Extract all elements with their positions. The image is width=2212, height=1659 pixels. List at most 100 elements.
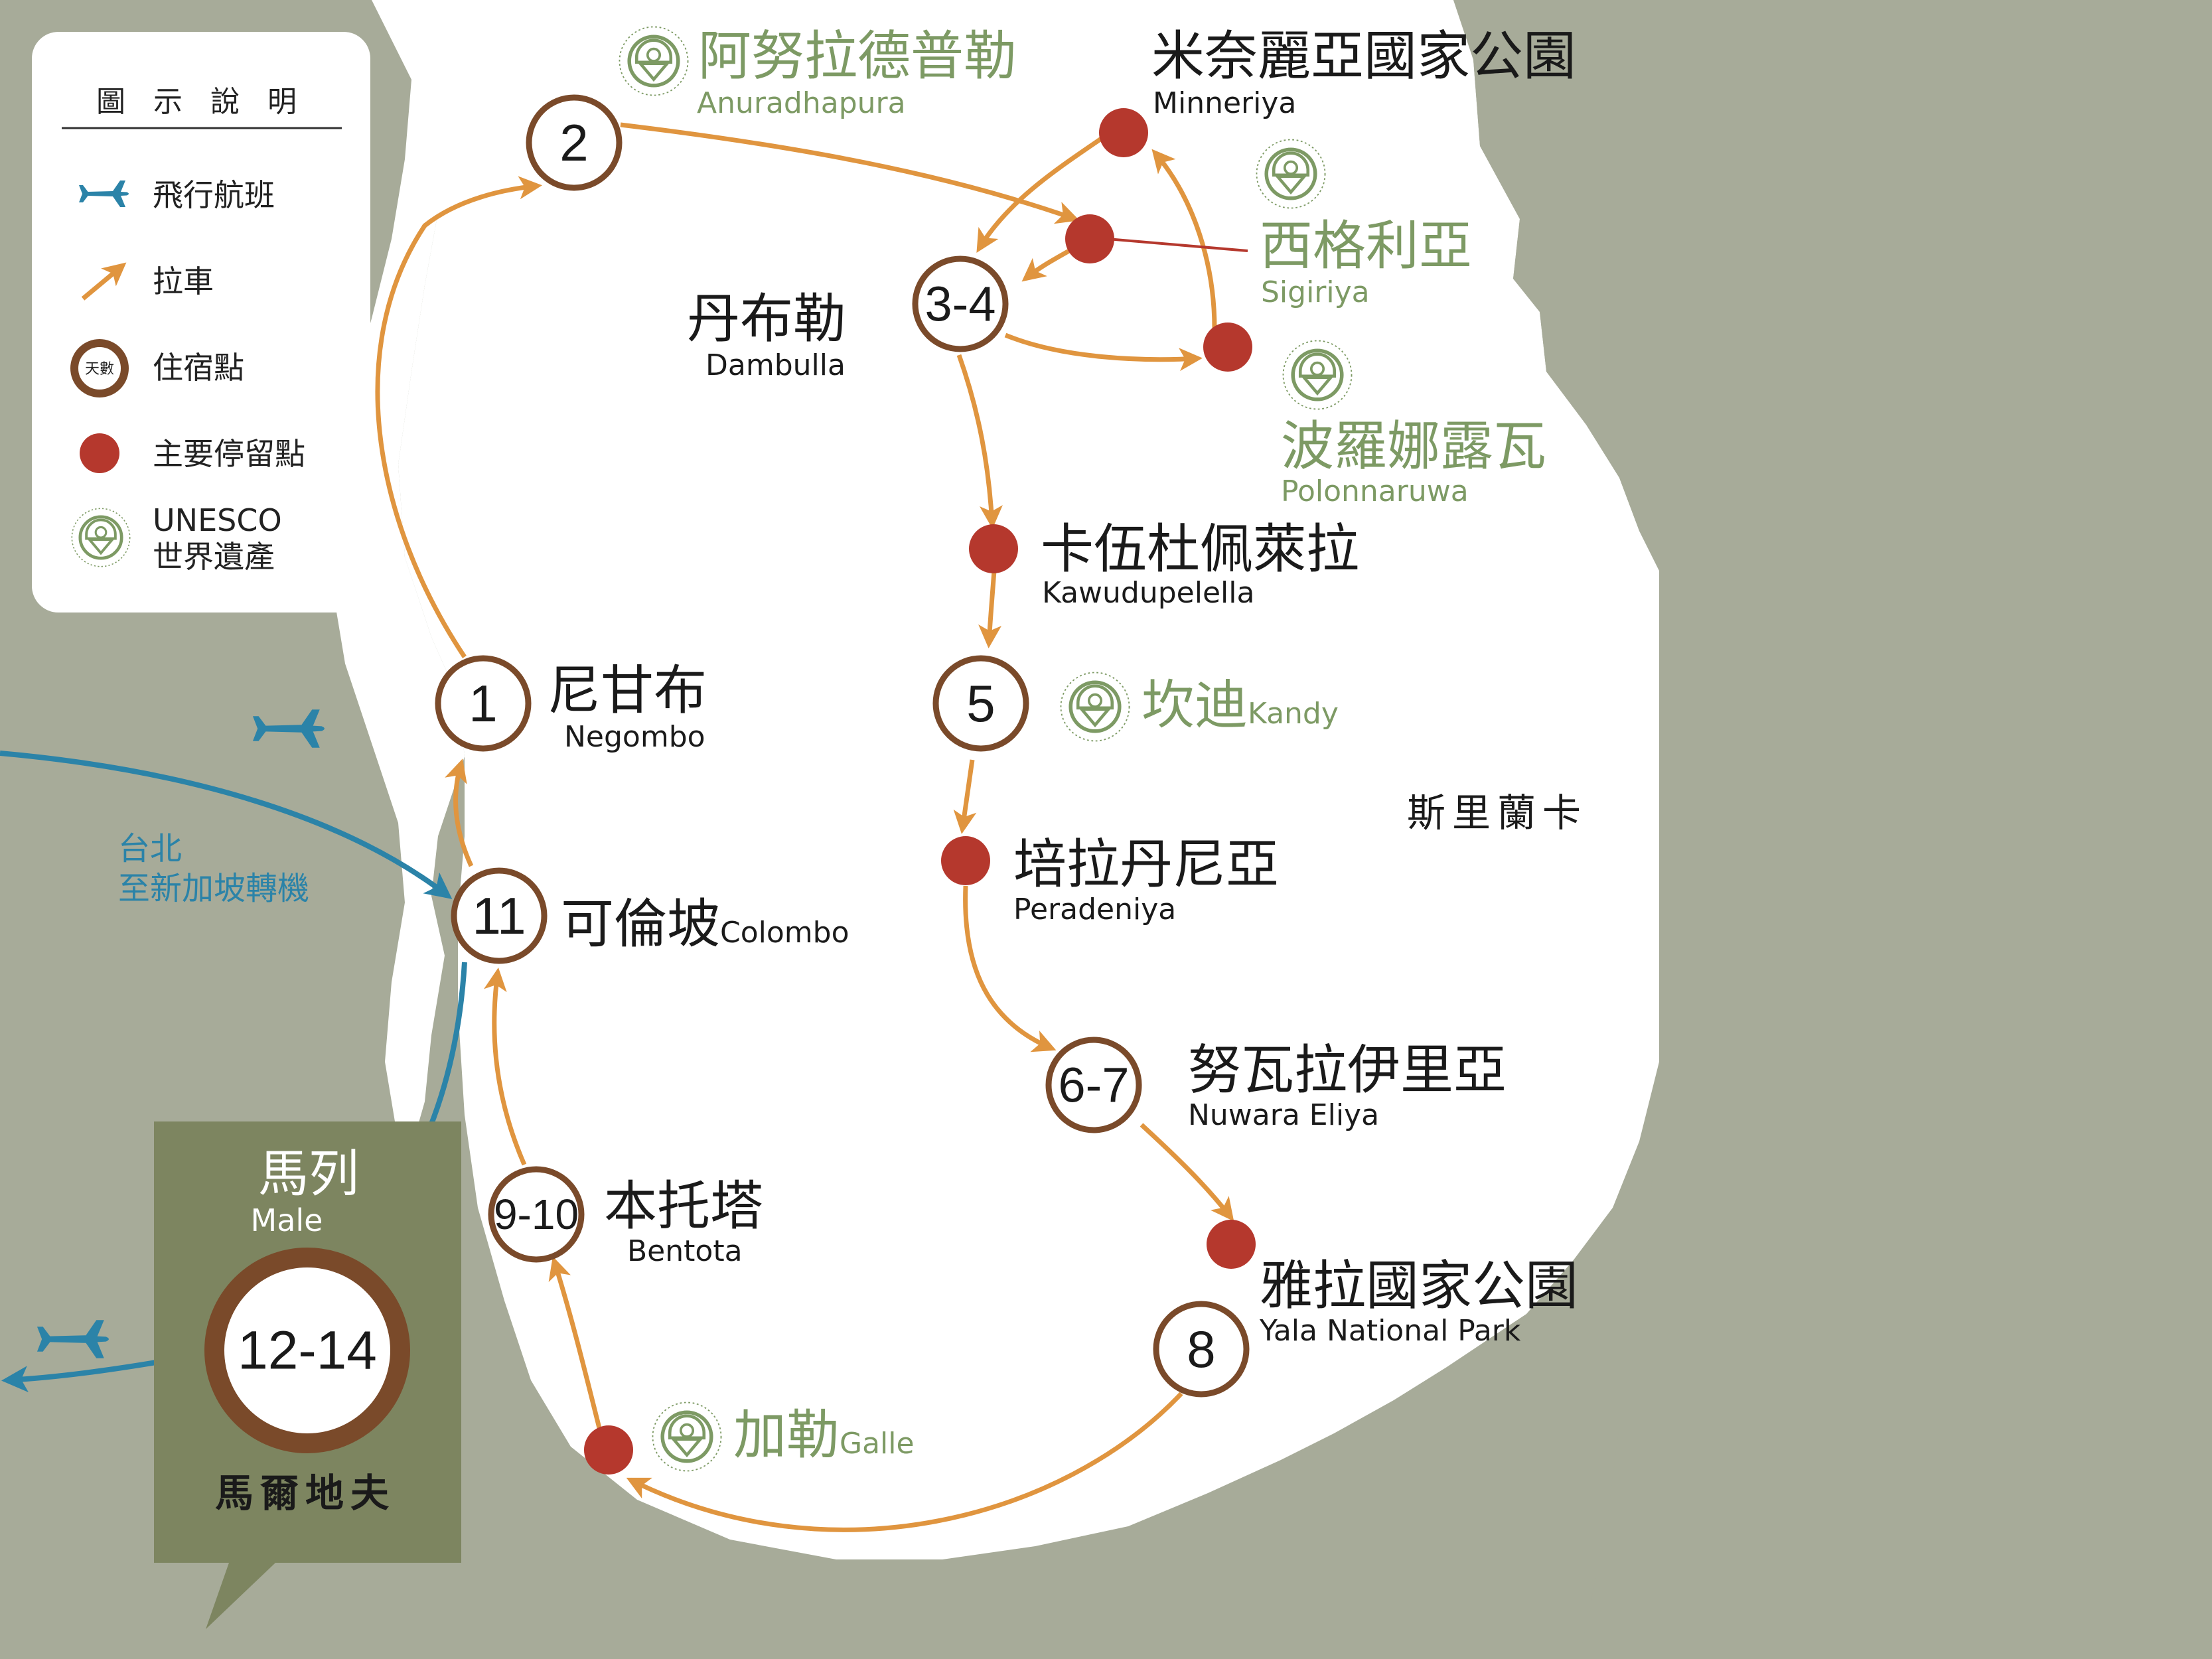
maldives-country-label: 馬爾地夫 bbox=[215, 1471, 396, 1516]
legend-stay: 住宿點 bbox=[153, 350, 244, 386]
legend-title: 圖 示 說 明 bbox=[96, 85, 306, 119]
label-colombo: 可倫坡Colombo bbox=[561, 893, 849, 955]
unesco-icon bbox=[1281, 338, 1354, 411]
stop-sigiriya bbox=[1065, 214, 1114, 263]
label-galle-en: Galle bbox=[840, 1427, 915, 1461]
route-kawudupelella-kandy bbox=[978, 570, 1002, 648]
route-negombo-anuradhapura bbox=[375, 176, 542, 658]
stay-anuradhapura: 2 bbox=[526, 94, 623, 191]
stay-days-negombo: 1 bbox=[469, 674, 497, 733]
route-yala-galle bbox=[626, 1392, 1183, 1532]
stay-bentota: 9-10 bbox=[488, 1166, 585, 1263]
label-kandy-en: Kandy bbox=[1248, 697, 1339, 731]
stay-marker-maldives bbox=[204, 1248, 410, 1453]
stop-yala bbox=[1207, 1220, 1256, 1269]
flight-note-line2: 至新加坡轉機 bbox=[118, 870, 309, 907]
mainland-india-coast bbox=[332, 0, 670, 1148]
plane-icon bbox=[252, 709, 325, 748]
country-label-sri-lanka: 斯里蘭卡 bbox=[1407, 790, 1587, 835]
label-bentota-zh: 本托塔 bbox=[604, 1175, 763, 1237]
label-yala-zh: 雅拉國家公園 bbox=[1260, 1255, 1578, 1317]
legend-stay-badge: 天數 bbox=[85, 361, 114, 378]
label-colombo-zh: 可倫坡 bbox=[561, 893, 720, 955]
stay-days-anuradhapura: 2 bbox=[559, 113, 588, 172]
label-colombo-en: Colombo bbox=[720, 916, 849, 950]
drive-arrow-icon bbox=[81, 262, 127, 301]
stay-days-yala: 8 bbox=[1187, 1320, 1215, 1378]
unesco-icon bbox=[1254, 137, 1327, 210]
route-peradeniya-nuwara bbox=[963, 885, 1057, 1052]
legend-panel: 圖 示 說 明 飛行航班 拉車 天數 住宿點 主要停留點 UNESCO 世界遺產 bbox=[32, 32, 370, 613]
drive-routes bbox=[375, 122, 1234, 1532]
stay-colombo: 11 bbox=[451, 867, 548, 964]
stay-days-dambulla: 3-4 bbox=[925, 277, 996, 332]
route-galle-bentota bbox=[548, 1256, 603, 1434]
sigiriya-leader-line bbox=[1091, 236, 1248, 252]
maldives-male-en: Male bbox=[251, 1202, 323, 1238]
stay-kandy: 5 bbox=[932, 655, 1029, 752]
route-colombo-negombo bbox=[445, 758, 474, 867]
label-kandy-zh: 坎迪 bbox=[1142, 674, 1248, 736]
legend-unesco-line2: 世界遺產 bbox=[153, 539, 275, 575]
legend-stop: 主要停留點 bbox=[153, 436, 305, 472]
route-minneriya-dambulla bbox=[976, 134, 1106, 253]
legend-drive: 拉車 bbox=[153, 263, 214, 299]
label-nuwara-zh: 努瓦拉伊里亞 bbox=[1188, 1039, 1507, 1101]
label-anuradhapura-zh: 阿努拉德普勒 bbox=[698, 25, 1017, 87]
route-dambulla-polonnaruwa bbox=[1004, 332, 1203, 372]
stay-nuwara: 6-7 bbox=[1045, 1037, 1142, 1133]
label-galle: 加勒Galle bbox=[733, 1404, 915, 1466]
flight-note-line1: 台北 bbox=[118, 830, 182, 867]
label-kawudupelella-en: Kawudupelella bbox=[1042, 576, 1254, 610]
legend-unesco-line1: UNESCO bbox=[153, 502, 282, 538]
label-kandy: 坎迪Kandy bbox=[1142, 674, 1339, 736]
stop-peradeniya bbox=[941, 836, 990, 885]
route-polonnaruwa-minneriya bbox=[1151, 149, 1217, 329]
label-peradeniya-en: Peradeniya bbox=[1013, 893, 1176, 926]
label-polonnaruwa-zh: 波羅娜露瓦 bbox=[1281, 415, 1546, 477]
label-polonnaruwa-en: Polonnaruwa bbox=[1281, 474, 1469, 508]
label-yala-en: Yala National Park bbox=[1259, 1314, 1521, 1348]
plane-icon bbox=[37, 1320, 109, 1358]
unesco-icon bbox=[70, 506, 132, 569]
east-coast-sea bbox=[1453, 0, 2212, 1659]
unesco-icon bbox=[1059, 670, 1132, 743]
stay-days-bentota: 9-10 bbox=[494, 1190, 579, 1238]
maldives-male-zh: 馬列 bbox=[258, 1144, 359, 1203]
stop-markers bbox=[584, 108, 1256, 1475]
stop-dot-icon bbox=[80, 433, 119, 473]
label-dambulla-en: Dambulla bbox=[705, 348, 846, 382]
label-minneriya-en: Minneriya bbox=[1153, 86, 1296, 120]
stay-dambulla: 3-4 bbox=[912, 255, 1009, 352]
label-anuradhapura-en: Anuradhapura bbox=[697, 86, 906, 120]
legend-flight: 飛行航班 bbox=[153, 177, 275, 213]
place-labels: 阿努拉德普勒 Anuradhapura 米奈麗亞國家公園 Minneriya 西… bbox=[548, 25, 1587, 1466]
stay-days-colombo: 11 bbox=[473, 887, 526, 945]
label-negombo-zh: 尼甘布 bbox=[548, 660, 707, 721]
label-sigiriya-en: Sigiriya bbox=[1261, 275, 1370, 309]
label-galle-zh: 加勒 bbox=[733, 1404, 840, 1466]
route-kandy-peradeniya bbox=[953, 759, 977, 834]
flight-taipei-colombo bbox=[0, 751, 453, 899]
label-peradeniya-zh: 培拉丹尼亞 bbox=[1013, 833, 1279, 895]
stay-markers: 2 3-4 1 5 11 6-7 9-10 8 bbox=[435, 94, 1250, 1398]
unesco-icon bbox=[617, 25, 690, 98]
route-bentota-colombo bbox=[483, 968, 527, 1166]
label-negombo-en: Negombo bbox=[564, 720, 705, 754]
stop-polonnaruwa bbox=[1203, 323, 1252, 372]
stay-ring-icon bbox=[70, 339, 129, 397]
label-kawudupelella-zh: 卡伍杜佩萊拉 bbox=[1041, 518, 1359, 580]
stay-days-maldives: 12-14 bbox=[238, 1321, 377, 1381]
stay-yala: 8 bbox=[1153, 1301, 1250, 1398]
label-dambulla-zh: 丹布勒 bbox=[687, 288, 846, 350]
stay-days-nuwara: 6-7 bbox=[1059, 1058, 1130, 1113]
label-minneriya-zh: 米奈麗亞國家公園 bbox=[1151, 25, 1576, 87]
stay-negombo: 1 bbox=[435, 655, 532, 752]
stay-days-kandy: 5 bbox=[966, 674, 995, 733]
route-dambulla-kawudupelella bbox=[956, 354, 1003, 529]
stop-galle bbox=[584, 1425, 633, 1475]
route-nuwara-yala bbox=[1140, 1123, 1234, 1222]
maldives-callout: 馬列 Male 12-14 馬爾地夫 bbox=[154, 1121, 461, 1629]
label-sigiriya-zh: 西格利亞 bbox=[1260, 215, 1472, 277]
